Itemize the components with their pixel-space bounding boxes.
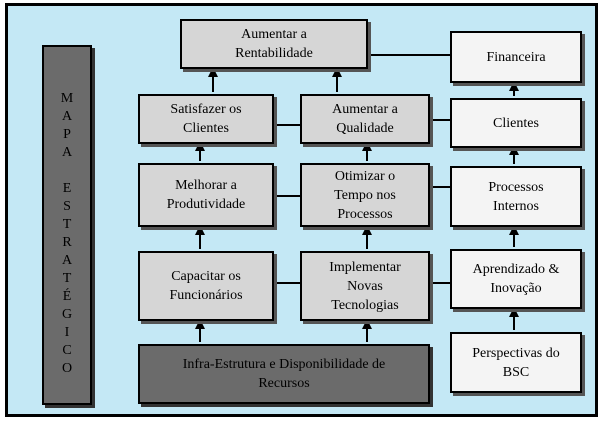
estrategico-letter: R: [62, 235, 72, 250]
estrategico-letter: A: [61, 253, 73, 268]
mapa-letter: P: [63, 127, 71, 142]
estrategico-letter: T: [62, 271, 72, 286]
box-melhorar-produtividade: Melhorar a Produtividade: [138, 163, 274, 227]
box-clientes: Clientes: [450, 98, 582, 148]
estrategico-letter: T: [62, 217, 72, 232]
estrategico-letter: C: [62, 343, 72, 358]
estrategico-letter: O: [61, 361, 73, 376]
estrategico-letter: S: [63, 199, 71, 214]
box-satisfazer-clientes: Satisfazer os Clientes: [138, 94, 274, 144]
box-aprendizado-inovacao: Aprendizado & Inovação: [450, 249, 582, 309]
box-aumentar-qualidade: Aumentar a Qualidade: [300, 94, 430, 144]
box-otimizar-tempo: Otimizar o Tempo nos Processos: [300, 163, 430, 227]
mapa-letter: A: [61, 109, 73, 124]
box-aumentar-rentabilidade: Aumentar a Rentabilidade: [180, 19, 368, 69]
estrategico-letter: É: [62, 289, 72, 304]
mapa-letter: A: [61, 145, 73, 160]
box-processos-internos: Processos Internos: [450, 166, 582, 227]
estrategico-letter: G: [61, 307, 73, 322]
estrategico-letter: E: [62, 181, 72, 196]
box-perspectivas-bsc: Perspectivas do BSC: [450, 332, 582, 393]
box-implementar-tecnologias: Implementar Novas Tecnologias: [300, 251, 430, 321]
mapa-letter: M: [60, 91, 74, 106]
box-capacitar-funcionarios: Capacitar os Funcionários: [138, 251, 274, 321]
estrategico-letter: I: [64, 325, 70, 340]
box-financeira: Financeira: [450, 31, 582, 83]
box-infra-estrutura: Infra-Estrutura e Disponibilidade de Rec…: [138, 344, 430, 404]
